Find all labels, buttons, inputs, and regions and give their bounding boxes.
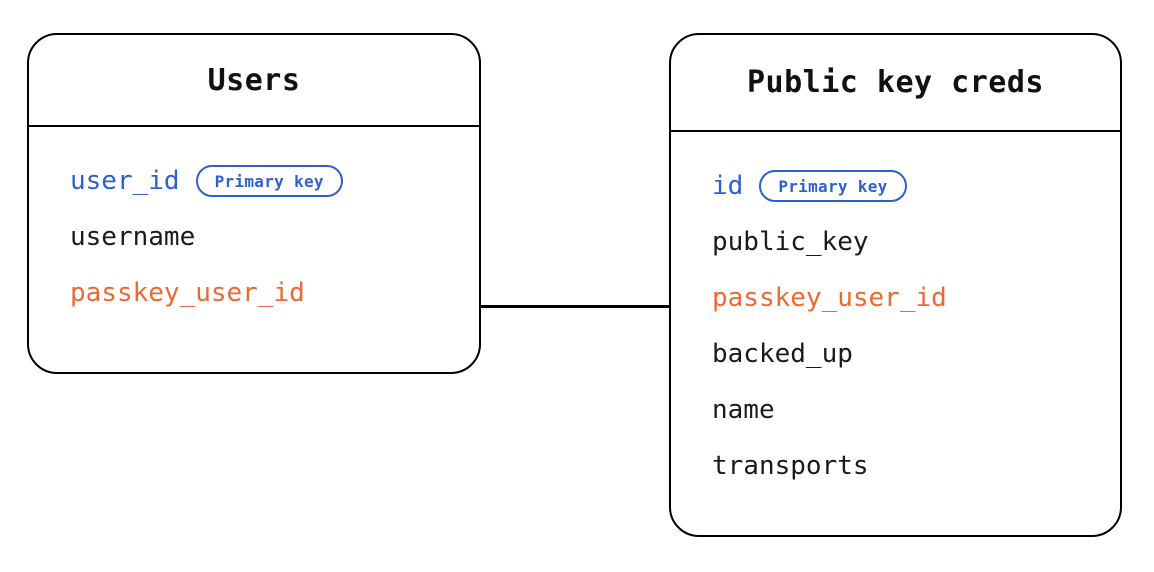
field-name-public_key: public_key bbox=[712, 227, 869, 257]
entity-users[interactable]: Users user_id Primary key username passkey_u… bbox=[27, 33, 481, 374]
primary-key-badge: Primary key bbox=[195, 165, 343, 197]
field-row[interactable]: transports bbox=[712, 438, 1102, 494]
field-row[interactable]: username bbox=[70, 209, 461, 265]
primary-key-badge-label: Primary key bbox=[214, 171, 324, 191]
field-name-backed_up: backed_up bbox=[712, 339, 853, 369]
field-row[interactable]: passkey_user_id bbox=[70, 265, 461, 321]
entity-fields-users: user_id Primary key username passkey_user_i… bbox=[29, 127, 479, 372]
field-row[interactable]: backed_up bbox=[712, 326, 1102, 382]
field-name-passkey_user_id: passkey_user_id bbox=[712, 283, 947, 313]
field-row[interactable]: passkey_user_id bbox=[712, 270, 1102, 326]
field-row[interactable]: id Primary key bbox=[712, 158, 1102, 214]
field-name-transports: transports bbox=[712, 451, 869, 481]
entity-title-public_key_creds: Public key creds bbox=[747, 65, 1044, 100]
primary-key-badge-label: Primary key bbox=[778, 176, 888, 196]
primary-key-badge: Primary key bbox=[759, 170, 907, 202]
entity-header-users: Users bbox=[29, 35, 479, 127]
relationship-connector-users-to-public-key-creds bbox=[481, 305, 671, 308]
field-row[interactable]: user_id Primary key bbox=[70, 153, 461, 209]
entity-title-users: Users bbox=[207, 62, 301, 98]
field-row[interactable]: public_key bbox=[712, 214, 1102, 270]
field-name-user_id: user_id bbox=[70, 166, 180, 196]
field-name-passkey_user_id: passkey_user_id bbox=[70, 278, 305, 308]
field-name-id: id bbox=[712, 171, 744, 201]
field-row[interactable]: name bbox=[712, 382, 1102, 438]
entity-header-public_key_creds: Public key creds bbox=[671, 35, 1120, 132]
field-name-name: name bbox=[712, 395, 775, 425]
field-name-username: username bbox=[70, 222, 196, 252]
